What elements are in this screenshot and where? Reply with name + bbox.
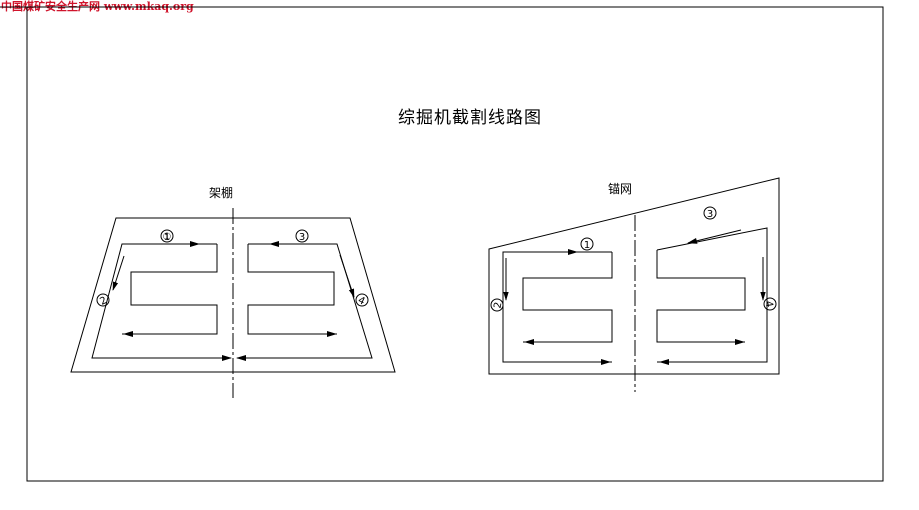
left-digit-2: 2 [98,295,108,308]
left-marker-4-circle [355,293,369,307]
right-marker-3-circle [703,206,717,220]
right-arrow-3 [687,229,742,244]
right-section-mesh: 锚网 [488,177,780,392]
left-label: 架棚 [209,185,233,200]
left-marker-1-circle [160,229,174,243]
left-arrow-4 [339,254,355,298]
left-section-shed: 架棚 ① [70,185,396,398]
right-digit-4: 4 [763,300,775,308]
left-marker-3-circle [295,229,309,243]
right-marker-4-circle [763,297,777,311]
left-marker-2-circle [96,293,110,307]
left-zigzag-right [247,244,337,335]
right-route-left-half [502,251,612,363]
right-marker-2-circle [490,298,504,312]
left-marker-1: ① [163,232,172,243]
left-digit-3: 3 [299,232,305,243]
left-route-right-half [241,243,373,359]
right-digit-3: 3 [707,209,713,220]
left-digit-1: 1 [164,232,170,243]
right-digit-1: 1 [584,240,590,251]
right-marker-1-circle [580,237,594,251]
right-outline [488,177,780,375]
right-label: 锚网 [608,181,632,196]
right-zigzag-left [522,252,613,343]
left-zigzag-left [122,244,218,335]
diagram-title: 综掘机截割线路图 [398,108,542,128]
left-outline [70,217,396,373]
left-route-left-half [91,243,227,359]
drawing-frame [26,6,884,482]
left-digit-4: 4 [356,295,366,308]
right-digit-2: 2 [493,301,505,309]
right-zigzag-right [656,250,746,343]
left-arrow-2 [112,255,125,291]
